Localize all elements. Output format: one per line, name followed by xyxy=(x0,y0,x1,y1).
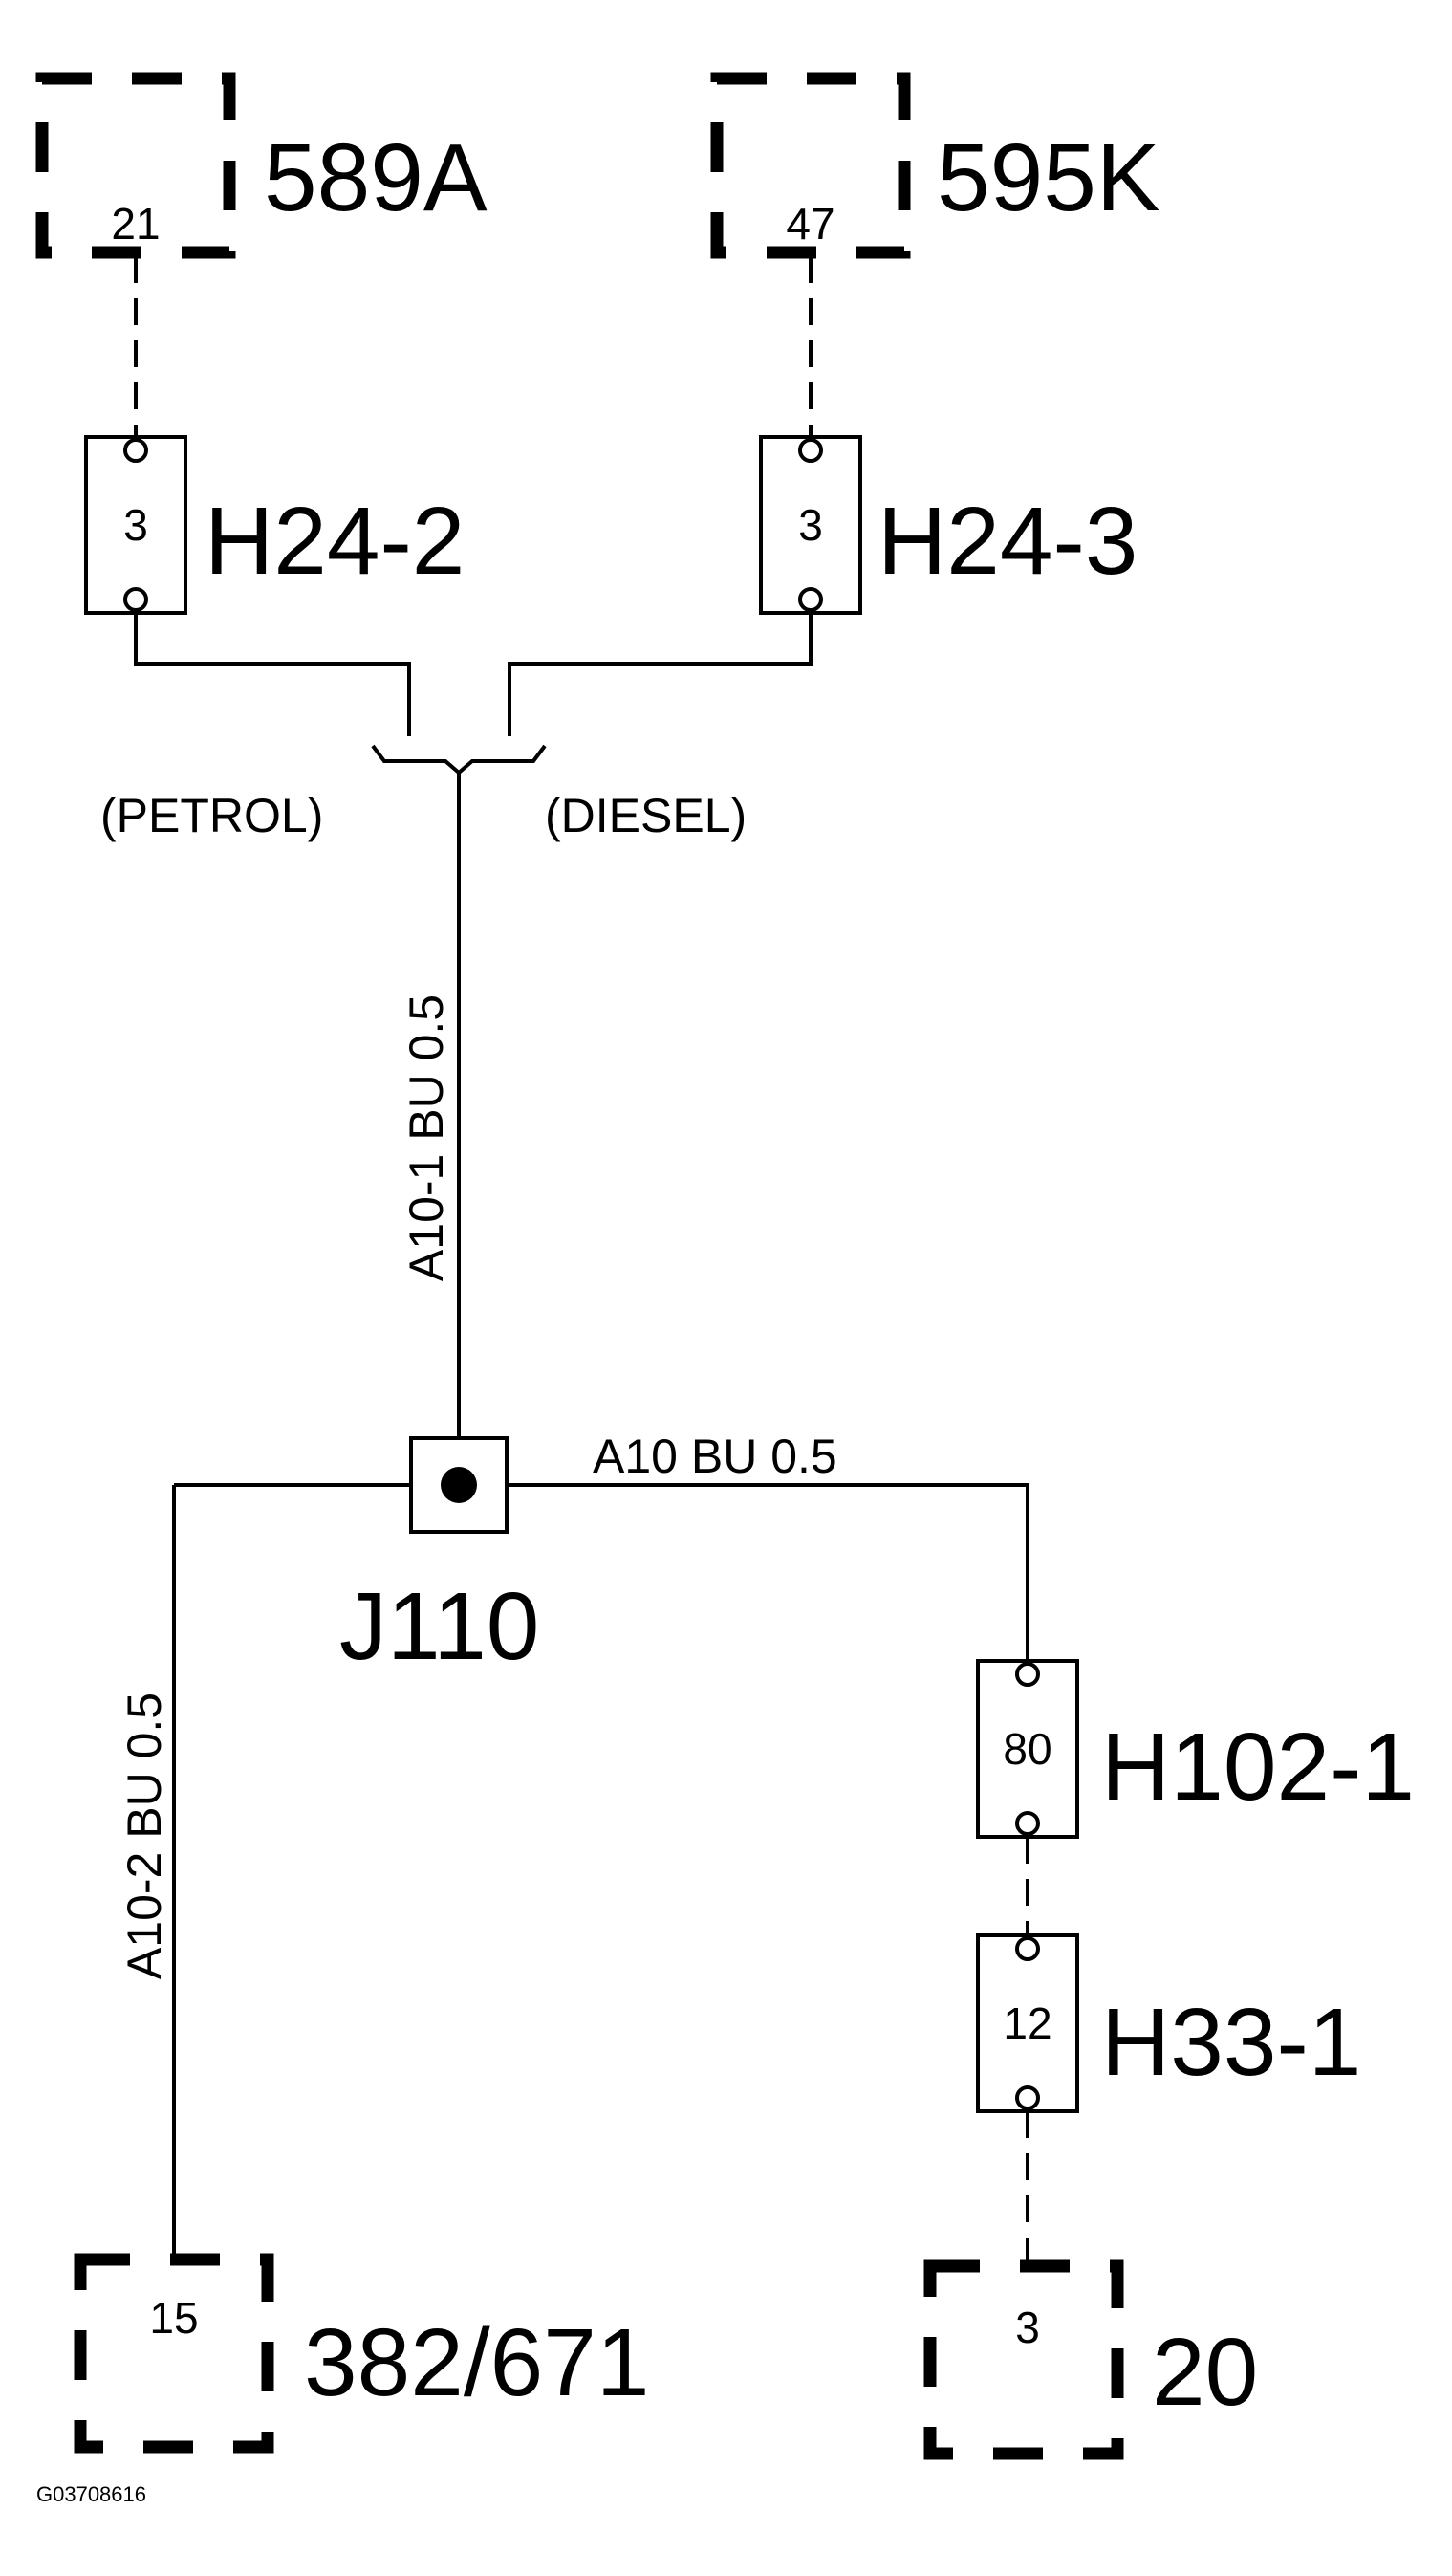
variant-splice: (PETROL) (DIESEL) xyxy=(100,610,813,842)
figure-id: G03708616 xyxy=(36,2482,146,2506)
module-589a-label: 589A xyxy=(264,124,488,231)
connector-h24-2-body xyxy=(84,435,187,615)
module-589a: 21 589A xyxy=(35,72,488,259)
module-20-label: 20 xyxy=(1152,2319,1258,2426)
module-382-671-box xyxy=(74,2253,274,2454)
connector-h33-1-pin-bottom xyxy=(1015,2085,1040,2110)
connector-h33-1: 12 H33-1 xyxy=(976,1933,1361,2113)
connector-h102-1-body xyxy=(976,1659,1079,1839)
connector-h102-1: 80 H102-1 xyxy=(976,1659,1415,1839)
wire-h24-2-to-splice xyxy=(134,610,411,736)
connector-h24-3-pin-bottom xyxy=(798,587,823,612)
module-589a-pin: 21 xyxy=(111,199,160,249)
connector-h33-1-pin-number: 12 xyxy=(1003,1998,1051,2048)
module-595k: 47 595K xyxy=(710,72,1160,259)
module-382-671-label: 382/671 xyxy=(304,2309,649,2416)
connector-h24-2-pin-bottom xyxy=(123,587,148,612)
module-595k-pin: 47 xyxy=(786,199,834,249)
connector-h102-1-pin-top xyxy=(1015,1662,1040,1687)
wire-a10-2-label: A10-2 BU 0.5 xyxy=(118,1692,171,1979)
wire-a10-label: A10 BU 0.5 xyxy=(593,1430,837,1483)
connector-h24-2-label: H24-2 xyxy=(205,488,465,595)
module-595k-label: 595K xyxy=(937,124,1160,231)
junction-j110-label: J110 xyxy=(339,1573,539,1680)
module-20-box xyxy=(923,2259,1124,2460)
junction-j110: J110 xyxy=(174,1436,1029,1680)
variant-petrol-label: (PETROL) xyxy=(100,789,323,842)
connector-h33-1-pin-top xyxy=(1015,1936,1040,1961)
module-595k-box xyxy=(710,72,911,259)
connector-h102-1-pin-bottom xyxy=(1015,1811,1040,1836)
connector-h24-2-pin-number: 3 xyxy=(123,500,148,550)
connector-h24-3: 3 H24-3 xyxy=(759,435,1138,615)
module-589a-box xyxy=(35,72,236,259)
connector-h33-1-label: H33-1 xyxy=(1101,1989,1361,2096)
module-20: 3 20 xyxy=(923,2259,1258,2460)
module-382-671-pin: 15 xyxy=(149,2293,198,2343)
wire-a10-1-label: A10-1 BU 0.5 xyxy=(400,994,453,1281)
wire-a10 xyxy=(459,1483,1029,1661)
module-382-671: 15 382/671 xyxy=(74,2253,649,2454)
connector-h24-2: 3 H24-2 xyxy=(84,435,465,615)
connector-h102-1-pin-number: 80 xyxy=(1003,1724,1051,1774)
connector-h102-1-label: H102-1 xyxy=(1101,1714,1415,1821)
variant-brace xyxy=(371,744,547,775)
connector-h24-3-pin-top xyxy=(798,438,823,463)
junction-j110-dot xyxy=(441,1467,477,1503)
connector-h24-2-pin-top xyxy=(123,438,148,463)
connector-h24-3-pin-number: 3 xyxy=(798,500,823,550)
variant-diesel-label: (DIESEL) xyxy=(545,789,747,842)
module-20-pin: 3 xyxy=(1015,2303,1040,2352)
wire-h24-3-to-splice xyxy=(508,610,813,736)
connector-h24-3-label: H24-3 xyxy=(878,488,1138,595)
